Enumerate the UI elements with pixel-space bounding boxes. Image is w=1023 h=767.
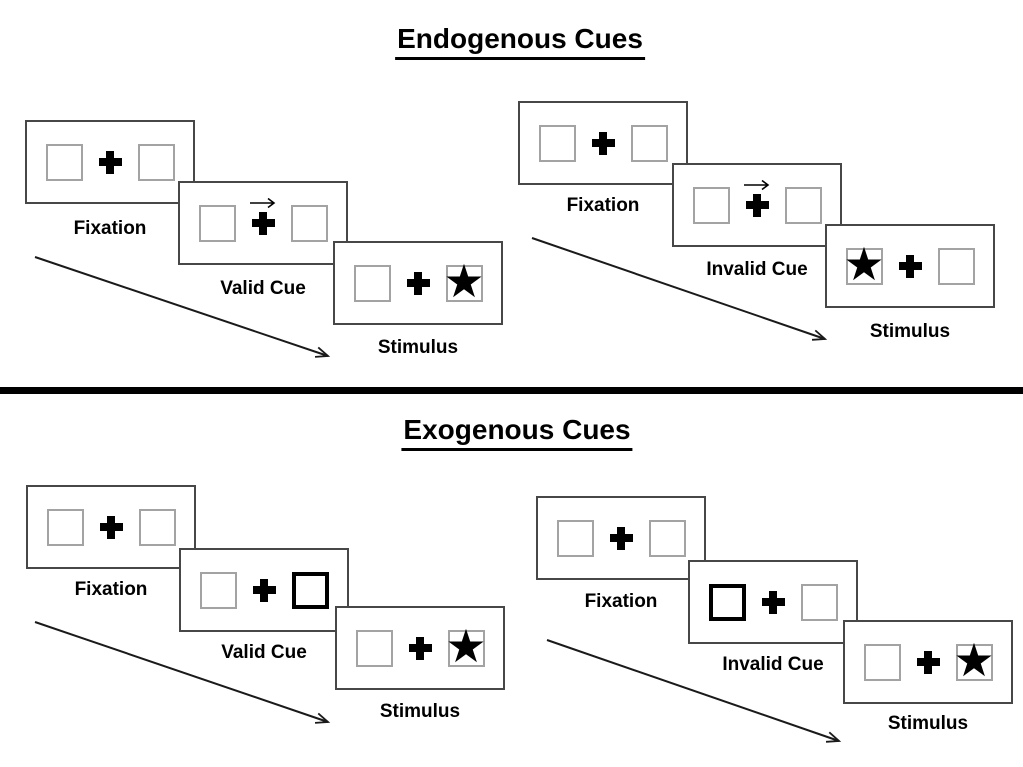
fixation-cross-icon [98, 150, 122, 174]
right-box: ★ [445, 620, 487, 672]
section-title-text: Endogenous Cues [395, 22, 645, 60]
panel-label: Stimulus [869, 321, 951, 342]
panel-label: Stimulus [377, 337, 459, 358]
timeline-arrow-exogenous-valid [34, 621, 331, 724]
left-box [46, 508, 84, 546]
left-box [692, 186, 730, 224]
right-arrow-icon [744, 179, 770, 190]
fixation-cross-icon [609, 526, 633, 550]
star-icon: ★ [953, 634, 995, 686]
fixation-cross-icon [898, 254, 922, 278]
valid-cue-panel [179, 548, 349, 632]
right-box [290, 204, 328, 242]
fixation-panel [25, 120, 195, 204]
right-box [137, 143, 175, 181]
right-box [138, 508, 176, 546]
section-title-text: Exogenous Cues [401, 413, 633, 451]
left-box: ★ [843, 238, 885, 290]
valid-cue-panel [178, 181, 348, 265]
panel-label: Valid Cue [221, 642, 307, 663]
right-box-highlighted [291, 571, 329, 609]
fixation-cross-icon [916, 650, 940, 674]
right-box [648, 519, 686, 557]
fixation-cross-icon [591, 131, 615, 155]
fixation-cross-icon [252, 578, 276, 602]
panel-label: Stimulus [887, 713, 969, 734]
stimulus-panel: ★ [843, 620, 1013, 704]
panel-label: Fixation [73, 218, 147, 239]
panel-label: Invalid Cue [706, 259, 808, 280]
section-divider [0, 387, 1023, 394]
panel-label: Fixation [584, 591, 658, 612]
timeline-arrow-endogenous-invalid [531, 237, 828, 341]
right-arrow-icon [250, 197, 276, 208]
stimulus-panel: ★ [333, 241, 503, 325]
left-box [538, 124, 576, 162]
panel-label: Valid Cue [220, 278, 306, 299]
right-box [784, 186, 822, 224]
right-box [937, 247, 975, 285]
right-box: ★ [953, 634, 995, 686]
left-box [198, 204, 236, 242]
invalid-cue-panel [688, 560, 858, 644]
left-box-highlighted [708, 583, 746, 621]
fixation-panel [518, 101, 688, 185]
star-icon: ★ [443, 255, 485, 307]
panel-label: Stimulus [379, 701, 461, 722]
fixation-panel [26, 485, 196, 569]
section-title-endogenous: Endogenous Cues [395, 22, 645, 60]
fixation-cross-icon [744, 179, 770, 217]
panel-label: Invalid Cue [722, 654, 824, 675]
panel-label: Fixation [566, 195, 640, 216]
fixation-panel [536, 496, 706, 580]
left-box [355, 629, 393, 667]
stimulus-panel: ★ [825, 224, 995, 308]
timeline-arrow-endogenous-valid [34, 256, 331, 358]
fixation-cross-icon [99, 515, 123, 539]
left-box [353, 264, 391, 302]
stimulus-panel: ★ [335, 606, 505, 690]
left-box [45, 143, 83, 181]
right-box [630, 124, 668, 162]
left-box [199, 571, 237, 609]
left-box [863, 643, 901, 681]
star-icon: ★ [445, 620, 487, 672]
section-title-exogenous: Exogenous Cues [401, 413, 633, 451]
left-box [556, 519, 594, 557]
fixation-cross-icon [250, 197, 276, 235]
fixation-cross-icon [408, 636, 432, 660]
fixation-cross-icon [406, 271, 430, 295]
right-box [800, 583, 838, 621]
panel-label: Fixation [74, 579, 148, 600]
fixation-cross-icon [761, 590, 785, 614]
right-box: ★ [443, 255, 485, 307]
invalid-cue-panel [672, 163, 842, 247]
star-icon: ★ [843, 238, 885, 290]
